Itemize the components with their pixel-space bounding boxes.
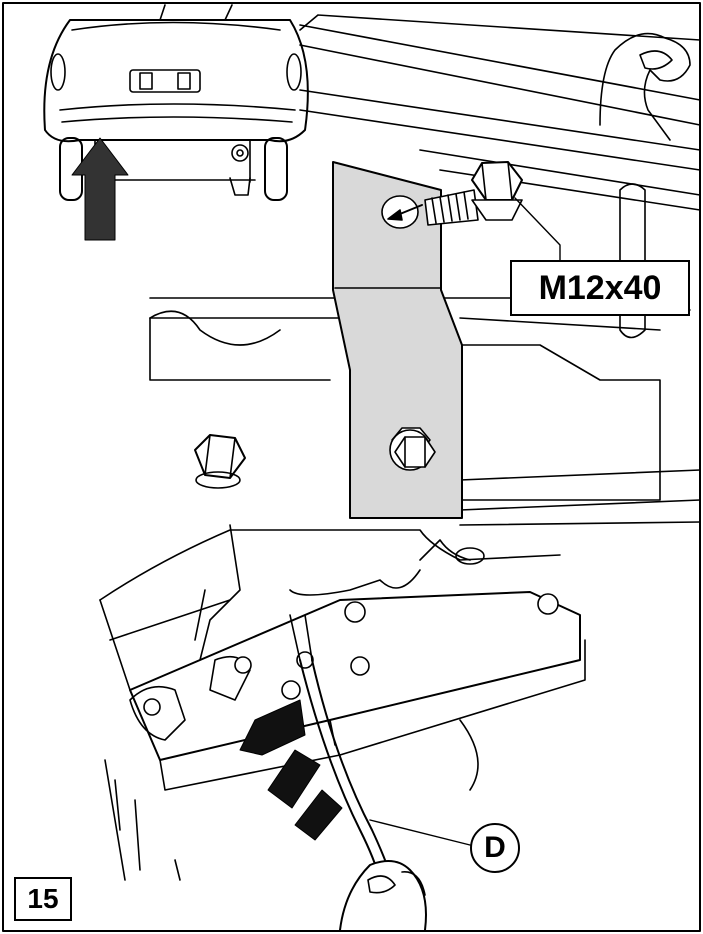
hand-icon xyxy=(339,860,427,931)
insert-direction-arrow-icon xyxy=(387,204,423,221)
bolt-size-label: M12x40 xyxy=(510,260,690,316)
loose-bolt xyxy=(194,434,246,489)
push-force-arrows xyxy=(239,699,343,841)
bolt-m12x40 xyxy=(424,161,561,261)
part-callout-d: D xyxy=(470,823,520,873)
step-number-badge: 15 xyxy=(14,877,72,921)
push-up-arrow-icon xyxy=(71,137,129,241)
mounting-bracket-plate xyxy=(332,161,463,519)
